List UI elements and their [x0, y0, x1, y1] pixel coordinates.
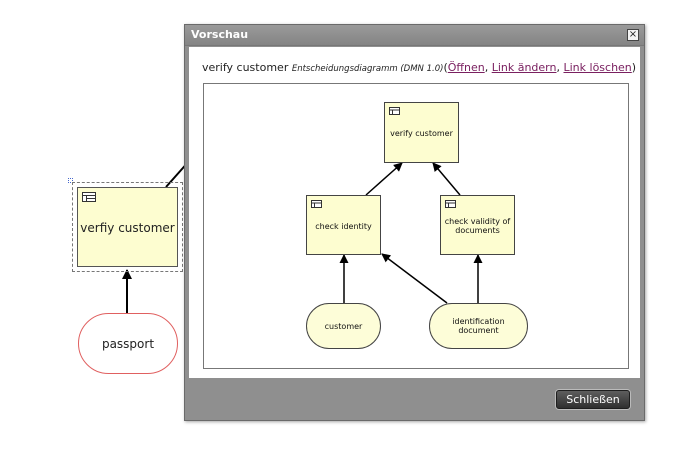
decision-node-verfiy-customer[interactable]: verfiy customer	[77, 187, 178, 267]
edge-document-to-check-identity	[381, 253, 448, 304]
model-info-line: verify customer Entscheidungsdiagramm (D…	[202, 61, 636, 74]
node-label: check identity	[315, 222, 372, 231]
node-identification-document[interactable]: identification document	[429, 303, 528, 349]
selection-outline	[72, 182, 183, 272]
separator: ,	[556, 61, 564, 74]
close-dialog-button[interactable]: Schließen	[556, 390, 630, 409]
preview-edges	[339, 162, 483, 304]
preview-diagram[interactable]: verify customer check identity check val…	[203, 83, 629, 369]
decision-table-icon	[82, 192, 96, 202]
dialog-content: verify customer Entscheidungsdiagramm (D…	[189, 47, 640, 378]
input-node-passport[interactable]: passport	[78, 313, 178, 374]
separator: ,	[484, 61, 492, 74]
decision-label: verfiy customer	[80, 221, 175, 235]
node-check-validity[interactable]: check validity of documents	[440, 195, 515, 255]
decision-table-icon	[389, 107, 400, 115]
delete-link[interactable]: Link löschen	[563, 61, 632, 74]
paren-open: (	[443, 61, 448, 74]
node-label: identification document	[452, 317, 505, 335]
input-label: passport	[101, 336, 155, 351]
node-label: customer	[324, 321, 363, 331]
node-verify-customer[interactable]: verify customer	[384, 102, 459, 163]
dialog-titlebar[interactable]: Vorschau ×	[185, 25, 644, 46]
node-customer[interactable]: customer	[306, 303, 381, 349]
preview-dialog: Vorschau × verify customer Entscheidungs…	[184, 24, 645, 421]
change-link[interactable]: Link ändern	[491, 61, 557, 74]
close-icon[interactable]: ×	[627, 29, 639, 41]
edge-check-validity-to-verify	[432, 162, 461, 196]
node-check-identity[interactable]: check identity	[306, 195, 381, 255]
node-label: verify customer	[390, 129, 453, 138]
dialog-title: Vorschau	[191, 28, 249, 41]
edge-check-identity-to-verify	[365, 162, 403, 196]
decision-table-icon	[445, 200, 456, 208]
paren-close: )	[631, 61, 637, 74]
node-label: check validity of documents	[444, 217, 511, 235]
decision-table-icon	[311, 200, 322, 208]
model-name: verify customer	[202, 61, 289, 74]
open-link[interactable]: Öffnen	[447, 61, 485, 74]
selection-handle[interactable]	[68, 178, 73, 183]
model-type: Entscheidungsdiagramm (DMN 1.0)	[291, 64, 444, 74]
